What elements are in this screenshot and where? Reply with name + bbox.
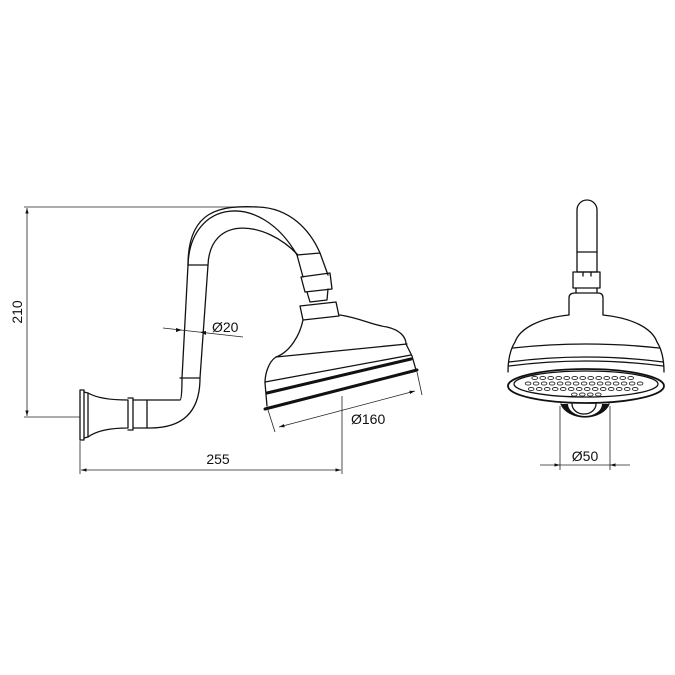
spray-hole [612,381,620,386]
spray-hole [571,375,578,381]
spray-hole [540,381,548,386]
spray-hole [595,392,602,397]
spray-hole [583,386,591,392]
spray-hole [575,386,583,392]
spray-hole [619,375,626,381]
wall-flange [79,389,134,441]
spray-hole [564,381,572,386]
spray-hole [631,386,639,392]
spray-hole [579,375,586,381]
spray-hole [628,381,636,386]
spray-hole [627,375,634,381]
spray-hole [527,386,535,392]
spray-hole [535,386,543,392]
spray-hole [543,386,551,392]
spray-hole [580,381,588,386]
spray-hole [567,386,575,392]
spray-hole [551,386,559,392]
spray-hole [591,386,599,392]
length-dimension: 255 [79,396,343,474]
spray-hole [571,392,578,397]
spray-hole [588,381,596,386]
spray-hole [587,392,594,397]
spray-hole [555,375,562,381]
spray-hole [579,392,586,397]
spray-hole [531,375,538,381]
spray-hole [603,375,610,381]
spray-hole [623,386,631,392]
pipe-diameter-label: Ø20 [212,319,239,335]
height-dimension-label: 210 [9,300,25,324]
shower-head-front [507,314,665,404]
shower-head-side [263,314,419,411]
spray-hole [599,386,607,392]
head-diameter-label: Ø160 [351,411,385,427]
flange-diameter-dimension: Ø50 [540,406,630,470]
flange-diameter-label: Ø50 [572,448,599,464]
spray-hole [572,381,580,386]
spray-holes [524,375,644,397]
height-dimension: 210 [9,206,258,418]
spray-hole [547,375,554,381]
length-dimension-label: 255 [206,451,230,467]
spray-hole [604,381,612,386]
spray-hole [620,381,628,386]
spray-hole [607,386,615,392]
spray-hole [548,381,556,386]
wall-flange-front [560,403,610,418]
spray-hole [611,375,618,381]
pipe-diameter-dimension: Ø20 [162,319,244,338]
spray-hole [596,381,604,386]
spray-hole [595,375,602,381]
front-view: Ø50 [507,199,665,470]
head-diameter-dimension: Ø160 [267,371,423,433]
spray-hole [524,381,532,386]
spray-hole [556,381,564,386]
side-view: 210 Ø20 [9,206,423,474]
spray-hole [615,386,623,392]
shower-arm-front [568,199,604,316]
spray-hole [563,375,570,381]
shower-arm [132,206,340,429]
spray-hole [559,386,567,392]
spray-hole [636,381,644,386]
spray-hole [587,375,594,381]
spray-hole [532,381,540,386]
spray-hole [539,375,546,381]
